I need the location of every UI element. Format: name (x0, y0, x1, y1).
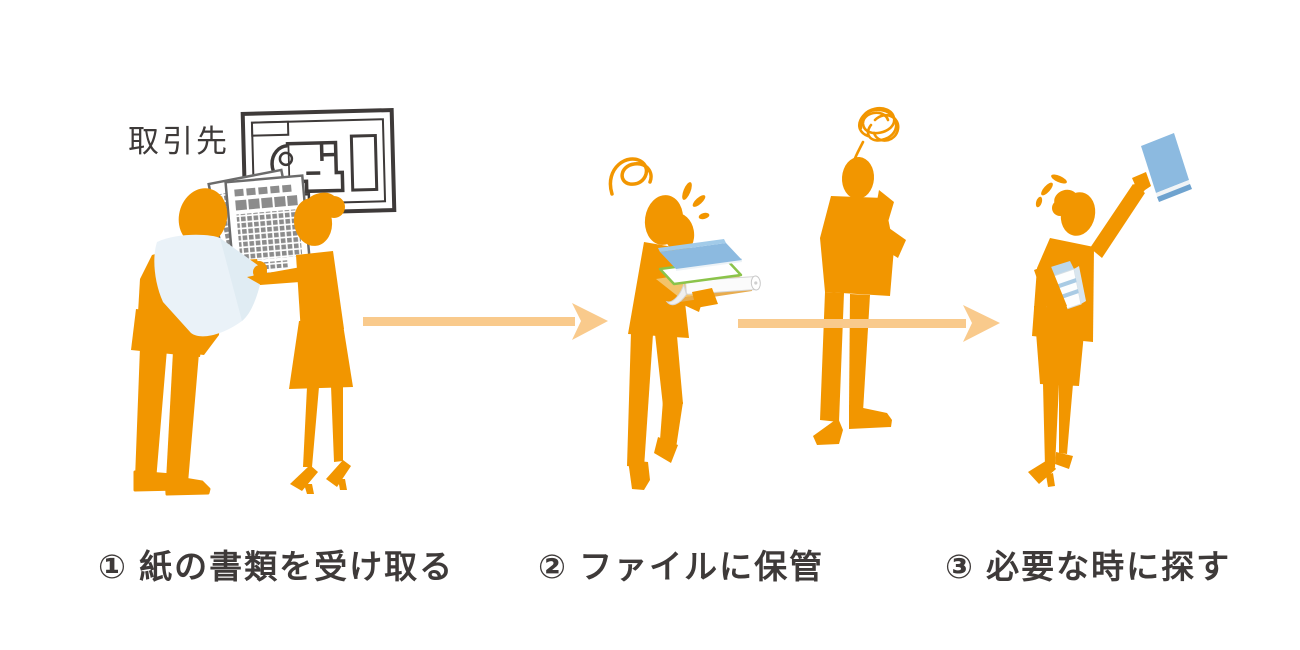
blue-book (658, 239, 742, 271)
flow-arrow-icon (738, 305, 1000, 342)
flow-arrow-2 (738, 305, 1000, 342)
flow-arrow-icon (363, 303, 608, 340)
step1-scene-illustration (131, 108, 397, 496)
surprise-marks-icon (682, 182, 710, 220)
step3-searching-woman-illustration (1028, 133, 1192, 487)
gripping-hand (692, 288, 718, 308)
step3-caption: ③ 必要な時に探す (945, 548, 1232, 585)
searching-woman-silhouette-lower (1028, 264, 1086, 487)
surprise-marks-icon (1035, 174, 1067, 208)
dizzy-coil-icon (608, 157, 653, 196)
confusion-scribble-icon (852, 107, 900, 163)
carried-file-stack (656, 239, 761, 308)
client-label: 取引先 (128, 124, 230, 159)
step2-scene-illustration (608, 157, 761, 490)
step1-caption: ① 紙の書類を受け取る (98, 548, 455, 585)
step3-thinking-man-illustration (813, 107, 906, 445)
businesswoman-silhouette (247, 192, 353, 494)
raised-blue-book (1141, 133, 1192, 202)
flow-arrow-1 (363, 303, 608, 340)
carrying-woman-silhouette (627, 195, 704, 490)
large-paper-sheet (154, 234, 267, 337)
step2-caption: ② ファイルに保管 (538, 548, 825, 585)
